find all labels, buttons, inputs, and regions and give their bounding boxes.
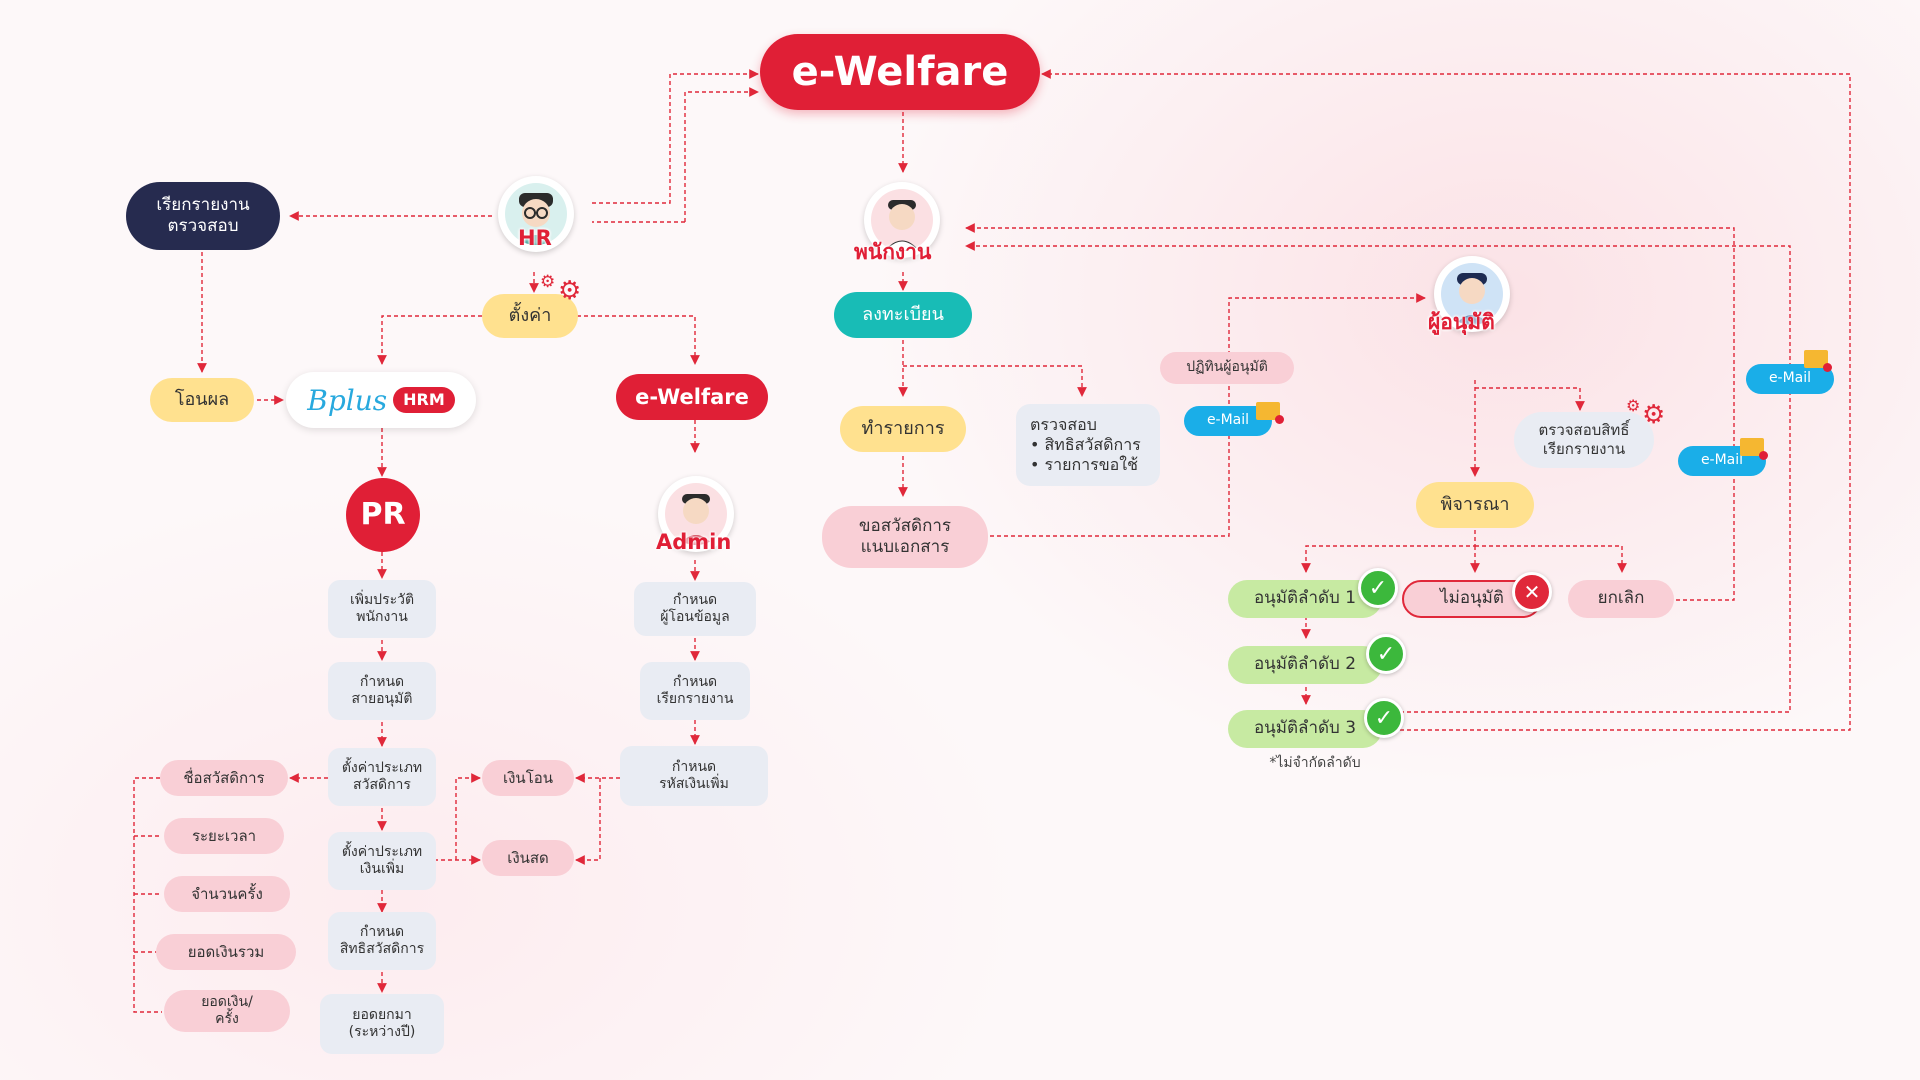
pay-type-cash: เงินสด [482,840,574,876]
field-period: ระยะเวลา [164,818,284,854]
admin-step-extra-pay-code[interactable]: กำหนด รหัสเงินเพิ่ม [620,746,768,806]
approver-avatar [1434,256,1510,332]
consider-node[interactable]: พิจารณา [1416,482,1534,528]
approve-level-1[interactable]: อนุมัติลำดับ 1 [1228,580,1382,618]
folder-icon [1256,402,1284,424]
employee-avatar [864,182,940,258]
close-icon: ✕ [1512,572,1552,612]
admin-step-report[interactable]: กำหนด เรียกรายงาน [640,662,750,720]
check-rights-list-node[interactable]: ตรวจสอบ • สิทธิสวัสดิการ • รายการขอใช้ [1016,404,1160,486]
admin-avatar [658,476,734,552]
field-count: จำนวนครั้ง [164,876,290,912]
pr-logo: PR [346,478,420,552]
ewelfare-node[interactable]: e-Welfare [616,374,768,420]
pr-step-carry-forward[interactable]: ยอดยกมา (ระหว่างปี) [320,994,444,1054]
employee-label: พนักงาน [854,240,932,264]
report-audit-node[interactable]: เรียกรายงาน ตรวจสอบ [126,182,280,250]
approver-label: ผู้อนุมัติ [1428,310,1495,334]
approve-level-3[interactable]: อนุมัติลำดับ 3 [1228,710,1382,748]
hr-avatar [498,176,574,252]
field-amount-per-time: ยอดเงิน/ ครั้ง [164,990,290,1032]
bplus-hrm-logo: Bplus HRM [286,372,476,428]
settings-node[interactable]: ตั้งค่า [482,294,578,338]
check-icon: ✓ [1358,568,1398,608]
person-icon [1441,263,1503,325]
cancel-node[interactable]: ยกเลิก [1568,580,1674,618]
unlimited-levels-note: *ไม่จำกัดลำดับ [1269,755,1361,772]
approve-level-2[interactable]: อนุมัติลำดับ 2 [1228,646,1382,684]
email-badge-3: e-Mail [1746,364,1834,394]
check-icon: ✓ [1366,634,1406,674]
request-welfare-node[interactable]: ขอสวัสดิการ แนบเอกสาร [822,506,988,568]
pr-step-welfare-rights[interactable]: กำหนด สิทธิสวัสดิการ [328,912,436,970]
hr-label: HR [518,226,552,250]
pr-step-approval-line[interactable]: กำหนด สายอนุมัติ [328,662,436,720]
folder-icon [1740,438,1768,460]
pr-step-welfare-type[interactable]: ตั้งค่าประเภท สวัสดิการ [328,748,436,806]
admin-step-data-transferrer[interactable]: กำหนด ผู้โอนข้อมูล [634,582,756,636]
check-rights-report-node[interactable]: ตรวจสอบสิทธิ์ เรียกรายงาน [1514,412,1654,468]
field-total-amount: ยอดเงินรวม [156,934,296,970]
transact-node[interactable]: ทำรายการ [840,406,966,452]
register-node[interactable]: ลงทะเบียน [834,292,972,338]
hrm-badge: HRM [393,387,455,413]
folder-icon [1804,350,1832,372]
pr-step-extra-pay-type[interactable]: ตั้งค่าประเภท เงินเพิ่ม [328,832,436,890]
person-icon [871,189,933,251]
pay-type-transfer: เงินโอน [482,760,574,796]
field-welfare-name: ชื่อสวัสดิการ [160,760,288,796]
bplus-text: Bplus [307,383,388,417]
approver-calendar-node[interactable]: ปฏิทินผู้อนุมัติ [1160,352,1294,384]
app-title[interactable]: e-Welfare [760,34,1040,110]
transfer-result-node[interactable]: โอนผล [150,378,254,422]
admin-label: Admin [656,530,732,554]
gear-icon: ⚙ [540,272,556,292]
gear-icon: ⚙ [1626,396,1641,415]
check-icon: ✓ [1364,698,1404,738]
person-icon [665,483,727,545]
pr-step-add-employee[interactable]: เพิ่มประวัติ พนักงาน [328,580,436,638]
person-icon [505,183,567,245]
gear-icon: ⚙ [1642,400,1666,430]
gear-icon: ⚙ [558,276,582,306]
